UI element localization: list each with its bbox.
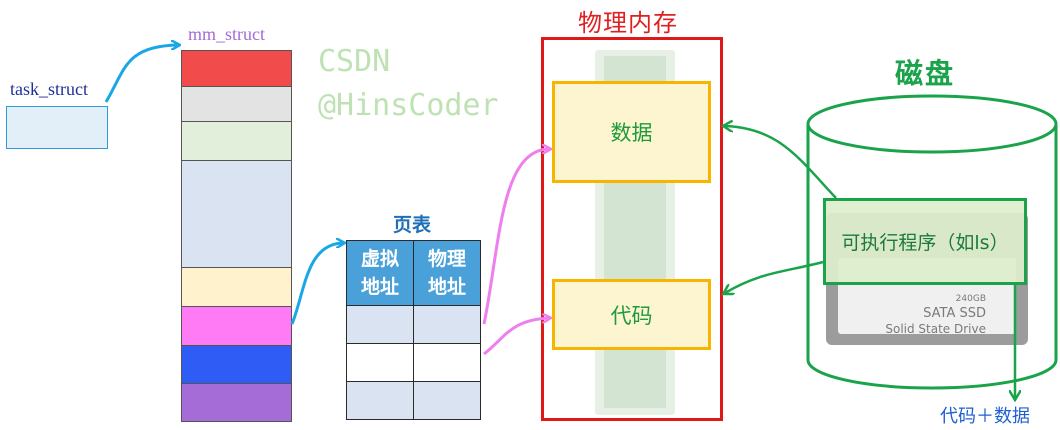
mm-segment xyxy=(181,383,292,422)
pt-header-virtual: 虚拟 地址 xyxy=(346,240,414,306)
mm-struct-label: mm_struct xyxy=(188,24,265,44)
code-data-output-label: 代码＋数据 xyxy=(940,406,1030,427)
pt-cell xyxy=(346,381,414,420)
ssd-kind: Solid State Drive xyxy=(885,322,986,336)
page-table-to-code-arrow xyxy=(483,318,549,356)
pt-header-physical: 物理 地址 xyxy=(413,240,481,306)
page-table-label: 页表 xyxy=(393,214,432,236)
memory-code-block: 代码 xyxy=(552,279,711,350)
pt-cell xyxy=(413,305,481,344)
exe-to-code-arrow xyxy=(725,260,824,293)
memory-code-label: 代码 xyxy=(610,303,653,328)
pt-header-virtual-line1: 虚拟 xyxy=(360,248,399,270)
ssd-model: SATA SSD xyxy=(923,306,986,321)
ssd-capacity: 240GB xyxy=(955,294,986,304)
memory-data-label: 数据 xyxy=(610,121,653,145)
page-table-to-data-arrow xyxy=(482,149,549,325)
executable-label: 可执行程序（如ls） xyxy=(841,232,1009,254)
exe-to-data-arrow xyxy=(725,126,837,199)
executable-box: 可执行程序（如ls） xyxy=(823,198,1027,285)
disk-label: 磁盘 xyxy=(895,57,956,90)
task-struct-box xyxy=(6,106,108,149)
disk-cylinder xyxy=(806,94,1058,390)
physical-memory-frame xyxy=(541,37,723,421)
watermark-line1: CSDN xyxy=(318,44,391,79)
pt-header-physical-line1: 物理 xyxy=(427,248,466,270)
pt-header-virtual-line2: 地址 xyxy=(360,276,399,298)
mm-to-page-table-arrow xyxy=(290,243,343,325)
watermark-line2: @HinsCoder xyxy=(318,88,499,123)
task-to-mm-arrow xyxy=(104,45,178,103)
pt-header-physical-line2: 地址 xyxy=(427,276,466,298)
task-struct-label: task_struct xyxy=(10,79,88,99)
mm-segment xyxy=(181,306,292,346)
pt-cell xyxy=(413,381,481,420)
pt-cell xyxy=(413,343,481,382)
physical-memory-label: 物理内存 xyxy=(578,9,678,37)
memory-data-block: 数据 xyxy=(552,81,711,183)
